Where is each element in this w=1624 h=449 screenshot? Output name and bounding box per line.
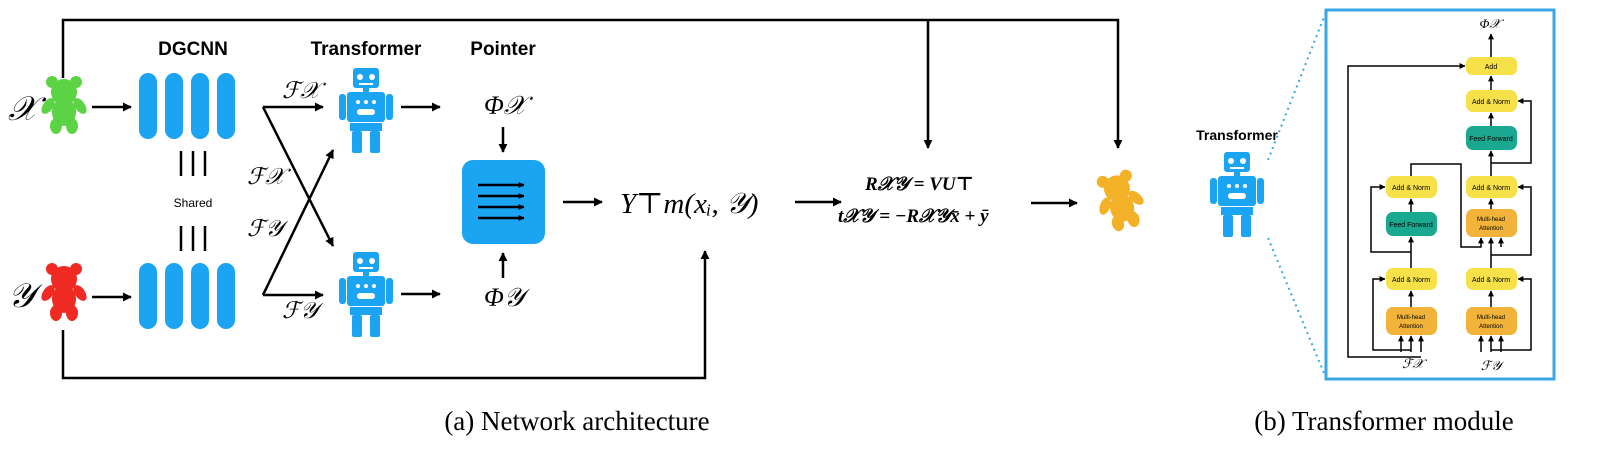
feedforward-block-left: Feed Forward <box>1386 212 1437 236</box>
zoom-line-top <box>1267 11 1327 161</box>
dgcnn-title: DGCNN <box>158 39 228 60</box>
skip-y-connection <box>61 250 710 380</box>
mha-block-left: Multi-head Attention <box>1386 307 1437 335</box>
feedforward-block-right: Feed Forward <box>1466 126 1517 150</box>
shared-weights-marks <box>179 151 207 251</box>
robot-icon-bottom <box>339 252 393 337</box>
pointer-title: Pointer <box>470 39 536 60</box>
addnorm-label: Add & Norm <box>1392 185 1430 192</box>
addnorm-block-right-top: Add & Norm <box>1466 90 1517 112</box>
module-output-label: Φ𝒳 <box>1479 16 1504 31</box>
pointer-block <box>462 160 545 244</box>
orange-bear-icon <box>1088 166 1153 236</box>
add-block: Add <box>1466 57 1517 75</box>
module-input-arrows <box>1398 335 1504 352</box>
transformer-title: Transformer <box>311 39 422 60</box>
addnorm-block-right-mid: Add & Norm <box>1466 176 1517 198</box>
mha-label-1: Multi-head <box>1477 217 1505 223</box>
side-transformer-title: Transformer <box>1196 127 1278 143</box>
mha-block-right-bottom: Multi-head Attention <box>1466 307 1517 335</box>
addnorm-label: Add & Norm <box>1392 277 1430 284</box>
translation-equation: t𝒳𝒴 = −R𝒳𝒴x̄ + ȳ <box>838 206 989 227</box>
mha-label-1: Multi-head <box>1397 315 1425 321</box>
soft-match-equation: Y⊤m(xᵢ, 𝒴) <box>620 188 758 220</box>
module-connections <box>1347 63 1532 358</box>
addnorm-label: Add & Norm <box>1472 277 1510 284</box>
feedforward-label: Feed Forward <box>1469 136 1513 143</box>
module-input-y-label: ℱ𝒴 <box>1481 358 1505 373</box>
robot-icon-top <box>339 68 393 153</box>
skip-x-connection <box>61 18 1123 149</box>
mha-label-2: Attention <box>1399 324 1423 330</box>
rotation-equation: R𝒳𝒴 = VU⊤ <box>864 174 974 195</box>
feature-fy-mid: ℱ𝒴 <box>247 216 289 241</box>
mha-label-1: Multi-head <box>1477 315 1505 321</box>
zoom-line-bottom <box>1267 237 1327 379</box>
dgcnn-y-block <box>139 263 235 329</box>
feature-arrows <box>261 102 335 300</box>
input-y-label: 𝒴 <box>8 278 43 315</box>
addnorm-block-left-low: Add & Norm <box>1386 268 1437 290</box>
addnorm-block-right-low: Add & Norm <box>1466 268 1517 290</box>
mha-block-right-top: Multi-head Attention <box>1466 209 1517 237</box>
red-bear-icon <box>38 263 90 321</box>
module-input-x-label: ℱ𝒳 <box>1402 356 1427 371</box>
feature-fx-mid: ℱ𝒳 <box>247 164 291 189</box>
addnorm-label: Add & Norm <box>1472 99 1510 106</box>
robot-icon-side <box>1210 152 1264 237</box>
feedforward-label: Feed Forward <box>1389 222 1433 229</box>
feature-fx-top: ℱ𝒳 <box>282 78 326 103</box>
caption-b: (b) Transformer module <box>1254 406 1513 436</box>
mha-label-2: Attention <box>1479 324 1503 330</box>
input-x-label: 𝒳 <box>8 91 47 128</box>
phi-x-label: Φ𝒳 <box>484 91 534 120</box>
shared-label: Shared <box>174 196 213 210</box>
dgcnn-x-block <box>139 73 235 139</box>
green-bear-icon <box>38 76 90 134</box>
add-label: Add <box>1485 64 1498 71</box>
phi-y-label: Φ𝒴 <box>484 283 531 312</box>
addnorm-block-left-top: Add & Norm <box>1386 176 1437 198</box>
module-frame <box>1324 8 1556 381</box>
feature-fy-bottom: ℱ𝒴 <box>282 298 324 323</box>
mha-label-2: Attention <box>1479 226 1503 232</box>
addnorm-label: Add & Norm <box>1472 185 1510 192</box>
caption-a: (a) Network architecture <box>444 406 709 436</box>
